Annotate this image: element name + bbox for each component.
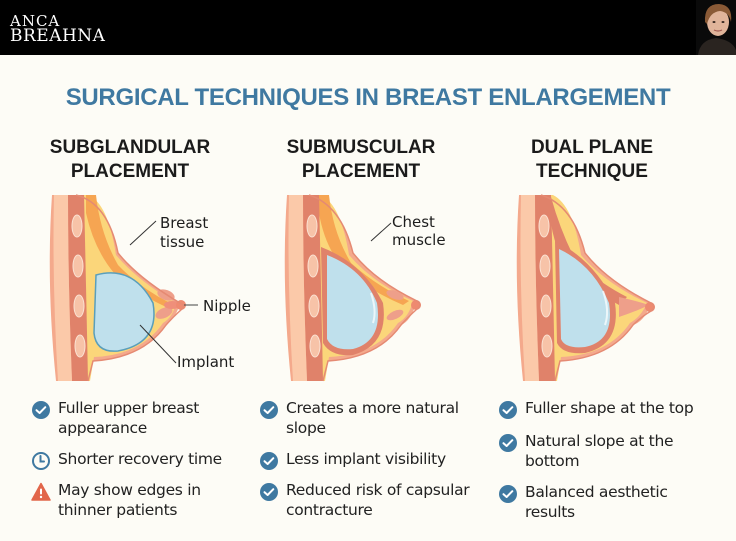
label-line: muscle <box>392 231 446 249</box>
check-circle-icon <box>499 485 517 503</box>
bullet-text: Shorter recovery time <box>58 450 222 468</box>
list-item: Balanced aesthetic results <box>498 482 718 522</box>
list-item: Natural slope at the bottom <box>498 431 718 471</box>
subglandular-diagram <box>49 194 198 382</box>
column-title-submuscular: SUBMUSCULAR PLACEMENT <box>261 136 461 184</box>
label-nipple: Nipple <box>203 297 251 315</box>
title-line: SUBMUSCULAR <box>286 137 436 158</box>
check-circle-icon <box>260 483 278 501</box>
submuscular-benefits-list: Creates a more natural slope Less implan… <box>259 398 479 531</box>
header-bar: ANCA BREAHNA <box>0 0 736 55</box>
warning-icon <box>31 482 51 501</box>
label-implant: Implant <box>177 353 235 371</box>
check-circle-icon <box>32 401 50 419</box>
author-avatar <box>696 0 736 55</box>
check-circle-icon <box>499 434 517 452</box>
bullet-text: Reduced risk of capsular contracture <box>286 481 470 519</box>
label-chest-muscle: Chest muscle <box>392 213 446 249</box>
check-circle-icon <box>499 401 517 419</box>
bullet-text: Balanced aesthetic results <box>525 483 668 521</box>
brand-logo[interactable]: ANCA BREAHNA <box>10 12 106 46</box>
label-breast-tissue: Breast tissue <box>160 214 208 252</box>
logo-line-2: BREAHNA <box>10 26 106 46</box>
label-line: Chest <box>392 213 435 231</box>
label-line: Breast <box>160 214 209 232</box>
label-line: tissue <box>160 233 205 251</box>
bullet-text: Fuller shape at the top <box>525 399 694 417</box>
page-title: SURGICAL TECHNIQUES IN BREAST ENLARGEMEN… <box>65 84 671 111</box>
logo-line-1: ANCA <box>10 12 61 30</box>
bullet-text: May show edges in thinner patients <box>58 481 201 519</box>
list-item: May show edges in thinner patients <box>31 480 241 520</box>
list-item: Fuller upper breast appearance <box>31 398 241 438</box>
title-line: PLACEMENT <box>301 161 421 182</box>
title-line: DUAL PLANE <box>530 137 654 158</box>
dual-plane-benefits-list: Fuller shape at the top Natural slope at… <box>498 398 718 533</box>
title-line: TECHNIQUE <box>536 161 648 182</box>
dual-plane-diagram <box>516 194 655 382</box>
check-circle-icon <box>260 452 278 470</box>
title-line: SUBGLANDULAR <box>49 137 211 158</box>
column-title-subglandular: SUBGLANDULAR PLACEMENT <box>30 136 230 184</box>
subglandular-benefits-list: Fuller upper breast appearance Shorter r… <box>31 398 241 531</box>
list-item: Fuller shape at the top <box>498 398 718 419</box>
list-item: Creates a more natural slope <box>259 398 479 438</box>
submuscular-diagram <box>284 194 421 382</box>
bullet-text: Natural slope at the bottom <box>525 432 674 470</box>
title-line: PLACEMENT <box>70 161 190 182</box>
list-item: Reduced risk of capsular contracture <box>259 480 479 520</box>
list-item: Shorter recovery time <box>31 449 241 470</box>
bullet-text: Creates a more natural slope <box>286 399 459 437</box>
clock-icon <box>32 452 50 470</box>
column-title-dual-plane: DUAL PLANE TECHNIQUE <box>492 136 692 184</box>
check-circle-icon <box>260 401 278 419</box>
bullet-text: Less implant visibility <box>286 450 446 468</box>
bullet-text: Fuller upper breast appearance <box>58 399 200 437</box>
list-item: Less implant visibility <box>259 449 479 470</box>
